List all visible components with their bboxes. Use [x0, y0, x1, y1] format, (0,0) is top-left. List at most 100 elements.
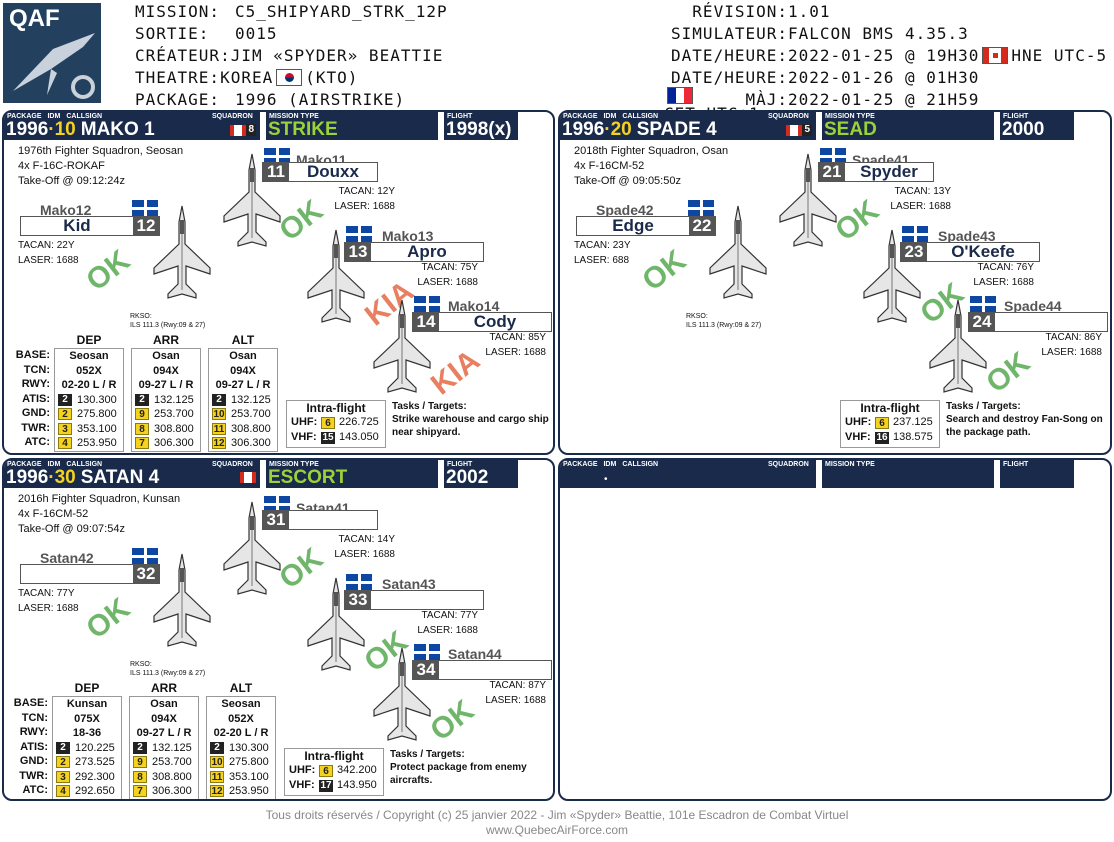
- pilot-name-box: 32: [20, 564, 160, 584]
- qaf-logo: QAF: [3, 3, 101, 103]
- mission-line: MISSION:C5_SHIPYARD_STRK_12P: [135, 2, 448, 21]
- flight-number: 2000: [1002, 119, 1045, 140]
- footer-url[interactable]: www.QuebecAirForce.com: [485, 823, 629, 837]
- pilot-name: Cody: [473, 312, 517, 331]
- pilot-number: 14: [413, 312, 439, 332]
- f16-aircraft-icon: [863, 229, 921, 323]
- pilot-status-stamp: OK: [80, 591, 137, 646]
- pilot-name: Edge: [612, 216, 654, 235]
- canada-flag-icon: [982, 47, 1009, 64]
- update-line: MÀJ:2022-01-25 @ 21H59: [745, 90, 980, 109]
- pilot-number: 12: [133, 216, 159, 236]
- preset-channel: 4: [56, 785, 70, 798]
- squadron-badge: 5: [786, 124, 812, 136]
- f16-aircraft-icon: [929, 299, 987, 393]
- preset-channel: 9: [133, 756, 147, 769]
- quebec-flag-icon: [132, 548, 158, 564]
- datetime-cet-line: DATE/HEURE:2022-01-26 @ 01H30CET UTC+1: [664, 68, 979, 123]
- pilot-name: Kid: [63, 216, 91, 235]
- quebec-flag-icon: [264, 496, 290, 512]
- pilot-status-stamp: OK: [80, 243, 137, 298]
- f16-aircraft-icon: [779, 153, 837, 247]
- pilot-number: 24: [969, 312, 995, 332]
- canada-flag-icon: [786, 124, 803, 136]
- fleur-de-lis-icon: [13, 33, 95, 99]
- preset-channel: 3: [58, 422, 72, 435]
- callsign: SATAN 4: [80, 467, 160, 488]
- quebec-flag-icon: [414, 296, 440, 312]
- pilot-status-stamp: OK: [424, 693, 481, 748]
- pilot-callsign: Mako12: [40, 202, 92, 218]
- preset-channel: 2: [56, 756, 70, 769]
- tasks-targets: Tasks / Targets:Protect package from ene…: [390, 749, 527, 786]
- rkso-note: RKSO:ILS 111.3 (Rwy:09 & 27): [130, 313, 206, 329]
- preset-channel: 6: [875, 416, 889, 429]
- f16-aircraft-icon: [223, 153, 281, 247]
- pilot-number: 34: [413, 660, 439, 680]
- preset-channel: 12: [212, 437, 226, 450]
- idm-number: 10: [54, 119, 76, 140]
- tasks-targets: Tasks / Targets:Strike warehouse and car…: [392, 401, 549, 438]
- pilot-number: 32: [133, 564, 159, 584]
- base-row-labels: BASE:TCN:RWY:ATIS:GND:TWR:ATC:: [13, 697, 48, 796]
- preset-channel: 2: [210, 741, 224, 754]
- pilot-callsign: Mako14: [448, 298, 500, 314]
- preset-channel: 2: [56, 741, 70, 754]
- canada-flag-icon: [230, 124, 247, 136]
- pilot-status-stamp: OK: [980, 345, 1037, 400]
- pilot-callsign: Satan42: [40, 550, 94, 566]
- quebec-flag-icon: [346, 574, 372, 590]
- mission-type: SEAD: [824, 119, 877, 140]
- flight-number: 1998(x): [446, 119, 512, 140]
- callsign: SPADE 4: [636, 119, 717, 140]
- preset-channel: 7: [135, 437, 149, 450]
- pilot-name-box: 12 Kid: [20, 216, 160, 236]
- preset-channel: 16: [875, 431, 889, 444]
- f16-aircraft-icon: [307, 577, 365, 671]
- f16-aircraft-icon: [223, 501, 281, 595]
- revision-line: RÉVISION:1.01: [692, 2, 831, 21]
- quebec-flag-icon: [970, 296, 996, 312]
- pilot-callsign: Spade42: [596, 202, 654, 218]
- theatre-line: THEATRE:KOREA(KTO): [135, 68, 359, 87]
- squadron-badge: 8: [230, 124, 256, 136]
- preset-channel: 7: [133, 785, 147, 798]
- f16-aircraft-icon: [373, 647, 431, 741]
- package-line: PACKAGE:1996 (AIRSTRIKE): [135, 90, 406, 109]
- pilot-number: 21: [819, 162, 845, 182]
- preset-channel: 15: [321, 431, 335, 444]
- mission-type: ESCORT: [268, 467, 348, 488]
- pilot-status-stamp: OK: [636, 243, 693, 298]
- f16-aircraft-icon: [153, 205, 211, 299]
- f16-aircraft-icon: [153, 553, 211, 647]
- preset-channel: 10: [210, 756, 224, 769]
- preset-channel: 8: [133, 770, 147, 783]
- pilot-callsign: Spade44: [1004, 298, 1062, 314]
- preset-channel: 4: [58, 437, 72, 450]
- flight-number: 2002: [446, 467, 489, 488]
